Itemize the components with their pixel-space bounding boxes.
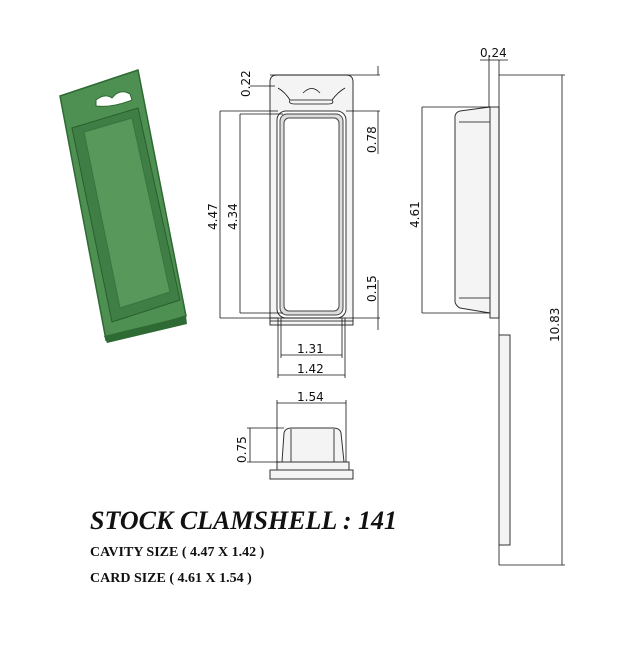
dim-top-margin: 0.78 <box>365 126 379 153</box>
clamshell-3d-render <box>59 69 187 343</box>
dim-depth: 0.75 <box>235 436 249 463</box>
dim-bottom-margin: 0.15 <box>365 275 379 302</box>
dim-inner-length: 4.34 <box>226 203 240 230</box>
cavity-size-label: CAVITY SIZE ( 4.47 X 1.42 ) <box>90 545 265 560</box>
end-view <box>247 400 354 480</box>
dim-card-width: 1.54 <box>297 390 324 404</box>
dim-cavity-length: 4.47 <box>206 203 220 230</box>
dim-flange: 0.24 <box>480 46 507 60</box>
dim-cavity-width: 1.42 <box>297 362 324 376</box>
card-size-label: CARD SIZE ( 4.61 X 1.54 ) <box>90 571 252 586</box>
dim-inner-width: 1.31 <box>297 342 324 356</box>
side-view <box>421 55 565 566</box>
front-view <box>219 66 380 378</box>
dim-total-length: 10.83 <box>548 308 562 342</box>
page-title: STOCK CLAMSHELL : 141 <box>90 506 397 535</box>
dim-hang-top: 0.22 <box>239 70 253 97</box>
dim-card-length: 4.61 <box>408 201 422 228</box>
